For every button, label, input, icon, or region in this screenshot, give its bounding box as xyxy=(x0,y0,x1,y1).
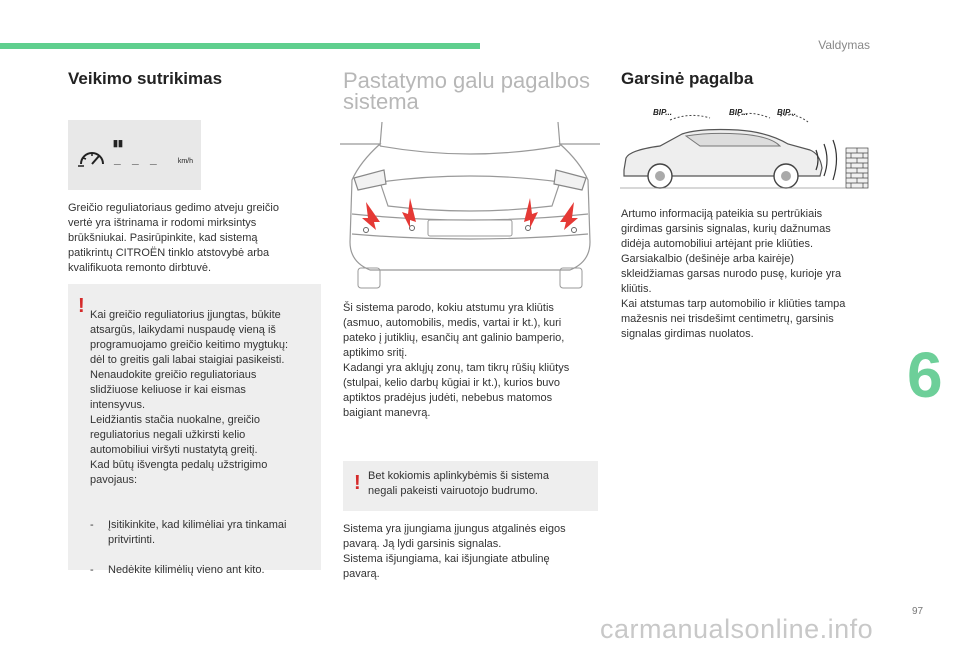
wall-icon xyxy=(845,147,869,189)
malfunction-paragraph: Greičio reguliatoriaus gedimo atveju gre… xyxy=(68,202,279,274)
warning-box-cruise: ! Kai greičio reguliatorius įjungtas, bū… xyxy=(68,284,321,578)
bip-label: BIP... xyxy=(777,108,796,117)
audible-assist-heading: Garsinė pagalba xyxy=(621,69,754,88)
warning-box-parking: ! Bet kokiomis aplinkybėmis ši sistema n… xyxy=(343,461,598,511)
sensor-arrow xyxy=(362,202,380,230)
chapter-tab xyxy=(910,328,960,438)
warning-text-cruise: Kai greičio reguliatorius įjungtas, būki… xyxy=(90,293,318,608)
warning-icon: ! xyxy=(354,472,361,494)
warning-body: Kai greičio reguliatorius įjungtas, būki… xyxy=(90,309,289,486)
bip-label: BIP... xyxy=(729,108,748,117)
section-title: Valdymas xyxy=(818,38,870,52)
malfunction-heading: Veikimo sutrikimas xyxy=(68,69,223,88)
rear-parking-paragraph-1: Ši sistema parodo, kokiu atstumu yra kli… xyxy=(343,302,570,419)
speed-placeholder: _ _ _ xyxy=(114,152,161,166)
pause-icon: ▮▮ xyxy=(113,138,123,148)
dashboard-illustration: ▮▮ _ _ _ km/h xyxy=(68,120,201,190)
car-rear-illustration xyxy=(340,122,600,289)
list-item: Nedėkite kilimėlių vieno ant kito. xyxy=(90,563,318,578)
header-accent-bar xyxy=(0,43,480,49)
sensor-arrow xyxy=(402,198,416,228)
sensor-arrow xyxy=(524,198,538,228)
rear-parking-paragraph-2: Sistema yra įjungiama įjungus atgalinės … xyxy=(343,523,566,580)
warning-text-parking: Bet kokiomis aplinkybėmis ši sistema neg… xyxy=(368,470,549,497)
warning-list: Įsitikinkite, kad kilimėliai yra tinkama… xyxy=(90,503,318,593)
page-number: 97 xyxy=(912,606,924,617)
audible-assist-paragraph: Artumo informaciją pateikia su pertrūkia… xyxy=(621,208,846,340)
chapter-number: 6 xyxy=(907,339,943,411)
speed-unit: km/h xyxy=(177,158,193,165)
cruise-control-icon xyxy=(78,152,104,167)
list-item: Įsitikinkite, kad kilimėliai yra tinkama… xyxy=(90,518,318,548)
bip-label: BIP... xyxy=(653,108,672,117)
car-side-illustration: BIP... BIP... BIP... xyxy=(620,100,870,200)
warning-icon: ! xyxy=(78,295,85,317)
watermark: carmanualsonline.info xyxy=(600,614,874,644)
rear-parking-heading: Pastatymo galu pagalbos sistema xyxy=(343,68,591,114)
sensor-arrow xyxy=(560,202,578,230)
